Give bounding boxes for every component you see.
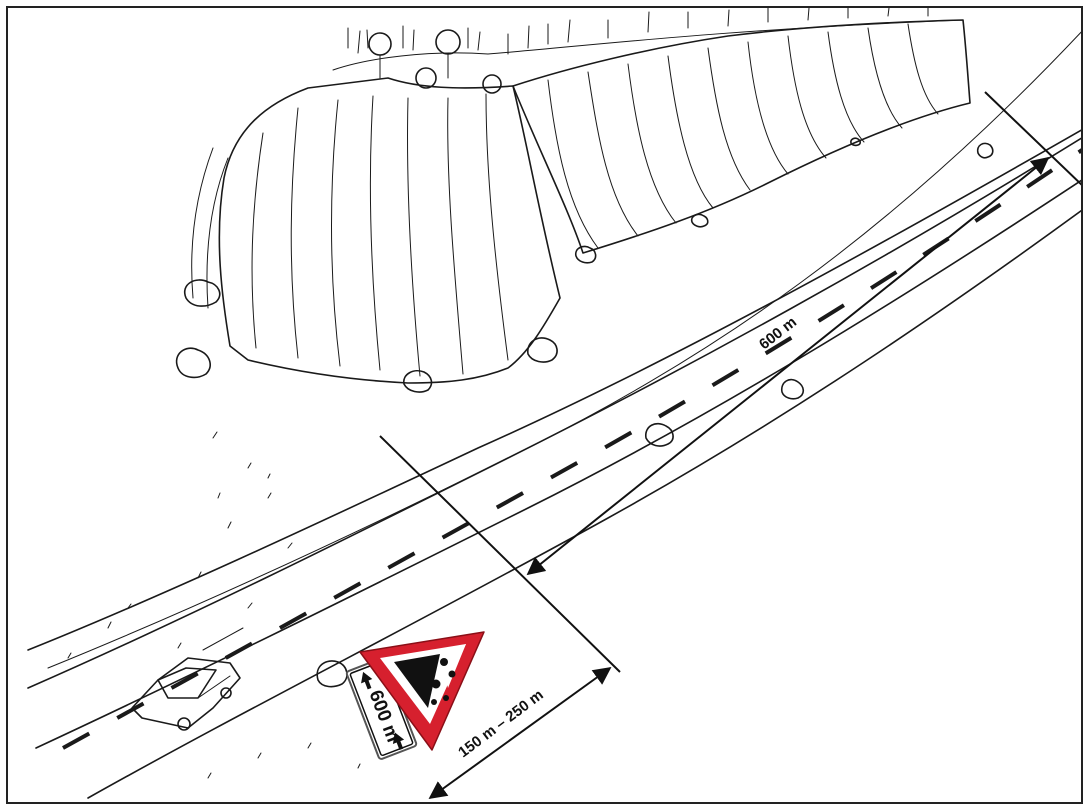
- road-diagram: 600 m 150 m – 250 m 600 m: [8, 8, 1083, 804]
- fallen-rocks: [177, 138, 993, 686]
- illustration-frame: 600 m 150 m – 250 m 600 m: [6, 6, 1083, 804]
- grass: [68, 432, 360, 778]
- distance-arrow: [528, 158, 1048, 574]
- road: [28, 28, 1083, 798]
